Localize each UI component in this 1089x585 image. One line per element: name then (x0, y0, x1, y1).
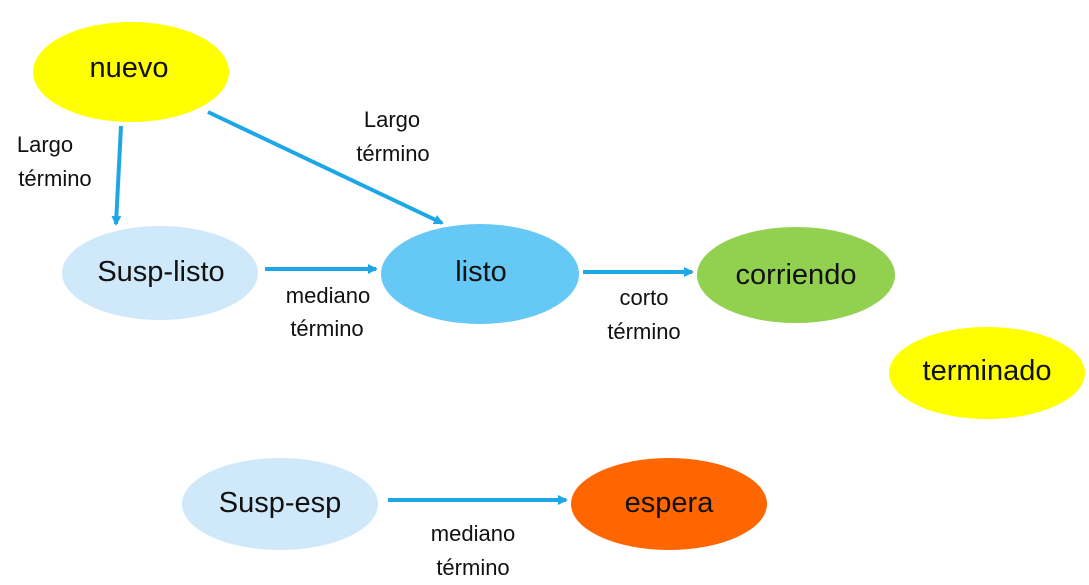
label-nuevo-to-susp-listo-line2: término (18, 166, 91, 191)
label-susp-esp-to-espera-line1: mediano (431, 521, 515, 546)
state-terminado: terminado (889, 327, 1085, 419)
state-terminado-shape (889, 327, 1085, 419)
transition-susp-esp-to-espera: mediano término (388, 495, 568, 580)
label-susp-listo-to-listo-line1: mediano (286, 283, 370, 308)
label-nuevo-to-susp-listo-line1: Largo (17, 132, 73, 157)
state-nuevo: nuevo (33, 22, 229, 122)
state-nuevo-shape (33, 22, 229, 122)
state-nuevo-label: nuevo (89, 52, 168, 84)
transition-listo-to-corriendo: corto término (583, 267, 694, 344)
state-listo: listo (381, 224, 579, 324)
state-corriendo: corriendo (697, 227, 895, 323)
state-corriendo-shape (697, 227, 895, 323)
state-listo-shape (381, 224, 579, 324)
state-susp-listo-label: Susp-listo (97, 256, 224, 288)
state-espera-label: espera (625, 487, 715, 519)
label-susp-esp-to-espera-line2: término (436, 555, 509, 580)
state-terminado-label: terminado (923, 355, 1052, 387)
label-nuevo-to-listo-line2: término (356, 141, 429, 166)
label-listo-to-corriendo-line2: término (607, 319, 680, 344)
state-espera-shape (571, 458, 767, 550)
state-corriendo-label: corriendo (736, 259, 857, 291)
label-susp-listo-to-listo-line2: término (290, 316, 363, 341)
state-susp-esp-shape (182, 458, 378, 550)
arrow-nuevo-to-listo (207, 110, 444, 225)
state-espera: espera (571, 458, 767, 550)
arrow-nuevo-to-susp-listo (111, 125, 123, 226)
transition-susp-listo-to-listo: mediano término (265, 264, 378, 341)
state-susp-listo-shape (62, 226, 258, 320)
label-listo-to-corriendo-line1: corto (620, 285, 669, 310)
label-nuevo-to-listo-line1: Largo (364, 107, 420, 132)
transition-nuevo-to-listo: Largo término (207, 107, 444, 225)
state-susp-esp: Susp-esp (182, 458, 378, 550)
transition-nuevo-to-susp-listo: Largo término (17, 125, 123, 226)
state-susp-listo: Susp-listo (62, 226, 258, 320)
state-listo-label: listo (455, 256, 507, 288)
state-susp-esp-label: Susp-esp (219, 487, 342, 519)
